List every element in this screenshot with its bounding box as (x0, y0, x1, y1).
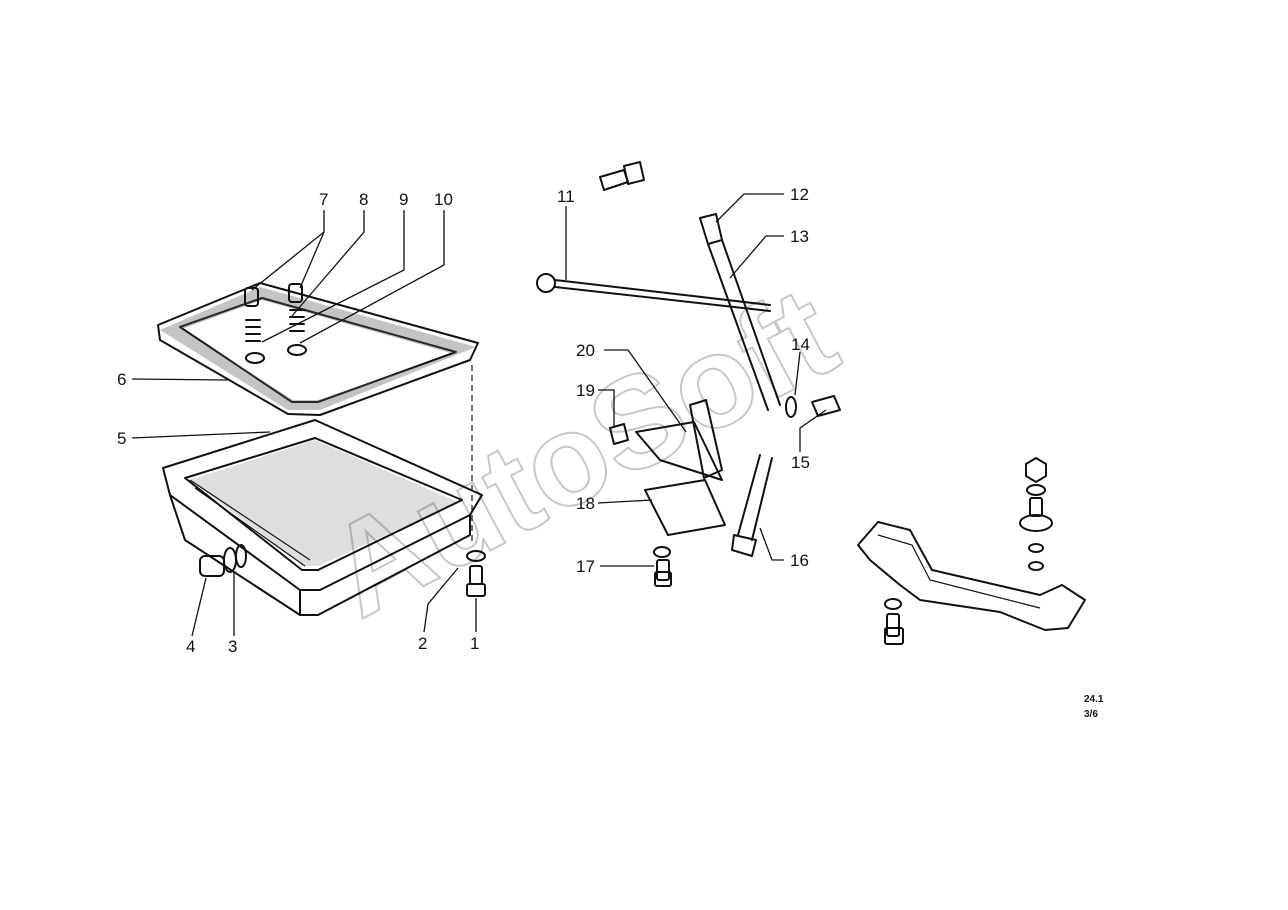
watermark-text: AutoSoft (305, 258, 858, 645)
pan-bolt (466, 365, 486, 597)
callout-8: 8 (359, 190, 368, 209)
callout-17: 17 (576, 557, 595, 576)
callout-6: 6 (117, 370, 126, 389)
callout-1: 1 (470, 634, 479, 653)
callout-3: 3 (228, 637, 237, 656)
drain-plug (199, 544, 247, 577)
oil-pan (162, 419, 483, 616)
sheet-number: 3/6 (1084, 709, 1098, 720)
support-bracket (857, 457, 1086, 645)
leader-lines (131, 193, 827, 637)
callout-19: 19 (576, 381, 595, 400)
callout-2: 2 (418, 634, 427, 653)
callout-10: 10 (434, 190, 453, 209)
callout-11: 11 (557, 187, 575, 206)
callout-14: 14 (791, 335, 810, 354)
watermark: AutoSoft (304, 257, 859, 646)
sheet-reference: 24.1 3/6 (1084, 694, 1104, 720)
callout-4: 4 (186, 637, 195, 656)
callout-20: 20 (576, 341, 595, 360)
callout-18: 18 (576, 494, 595, 513)
callout-12: 12 (790, 185, 809, 204)
callout-15: 15 (791, 453, 810, 472)
callout-16: 16 (790, 551, 809, 570)
callout-5: 5 (117, 429, 126, 448)
group-number: 24.1 (1084, 694, 1104, 705)
callout-9: 9 (399, 190, 408, 209)
oil-pan-gasket (157, 282, 479, 416)
callout-13: 13 (790, 227, 809, 246)
callout-7: 7 (319, 190, 328, 209)
dipstick-assembly (536, 161, 841, 587)
callout-labels: 1 2 3 4 5 6 7 8 9 10 11 12 13 14 15 16 1… (117, 185, 810, 656)
